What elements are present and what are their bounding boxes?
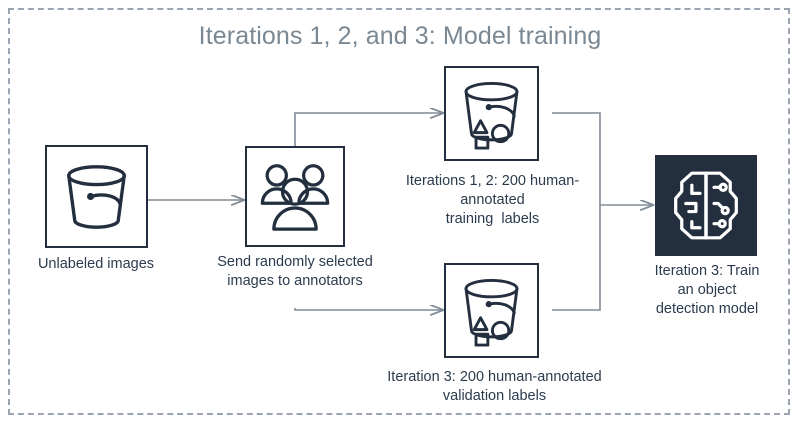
caption-validation-line2: validation labels bbox=[442, 388, 547, 404]
caption-training-line3: training labels bbox=[445, 211, 540, 227]
node-validation-labels[interactable] bbox=[444, 263, 539, 358]
diagram-title: Iterations 1, 2, and 3: Model training bbox=[198, 22, 602, 50]
node-object-detection-model[interactable] bbox=[655, 155, 757, 256]
caption-unlabeled-images: Unlabeled images bbox=[37, 256, 155, 272]
caption-model-line1: Iteration 3: Train bbox=[654, 263, 760, 279]
caption-annotators-line1: Send randomly selected bbox=[217, 254, 373, 270]
people-group-icon bbox=[260, 164, 330, 231]
caption-model: Iteration 3: Train an object detection m… bbox=[631, 262, 783, 319]
caption-model-line3: detection model bbox=[655, 301, 759, 317]
caption-training-line2: annotated bbox=[460, 192, 525, 208]
caption-training-labels: Iterations 1, 2: 200 human- annotated tr… bbox=[385, 172, 600, 229]
caption-annotators: Send randomly selected images to annotat… bbox=[190, 253, 400, 291]
caption-model-line2: an object bbox=[677, 282, 737, 298]
caption-validation-line1: Iteration 3: 200 human-annotated bbox=[387, 369, 602, 385]
labeled-bucket-icon bbox=[464, 279, 519, 347]
ai-brain-icon bbox=[674, 171, 738, 240]
node-training-labels[interactable] bbox=[444, 66, 539, 161]
bucket-icon bbox=[67, 165, 126, 229]
caption-annotators-line2: images to annotators bbox=[227, 273, 363, 289]
labeled-bucket-icon bbox=[464, 82, 519, 150]
caption-training-line1: Iterations 1, 2: 200 human- bbox=[405, 173, 580, 189]
node-annotators[interactable] bbox=[245, 146, 345, 247]
node-unlabeled-images[interactable] bbox=[45, 145, 148, 248]
connector-annotators-to-validation bbox=[294, 308, 443, 310]
caption-validation-labels: Iteration 3: 200 human-annotated validat… bbox=[352, 368, 637, 406]
connector-annotators-to-training bbox=[294, 113, 443, 146]
